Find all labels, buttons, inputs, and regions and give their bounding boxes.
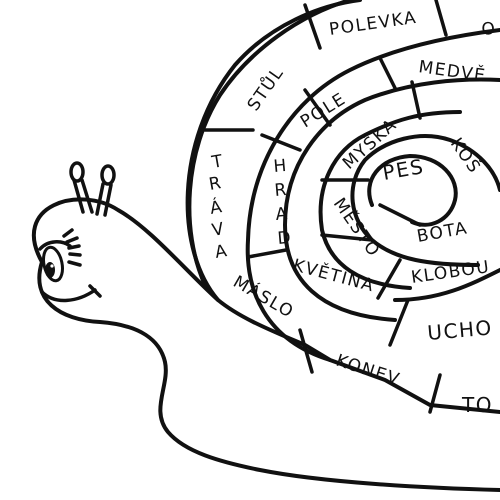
letter: Á bbox=[208, 195, 224, 219]
letter: R bbox=[207, 173, 222, 195]
snail-antennae bbox=[69, 161, 116, 217]
letter: H bbox=[273, 156, 287, 177]
letter: A bbox=[213, 241, 228, 263]
word-stul: STŮL bbox=[242, 62, 288, 115]
letter: T bbox=[209, 151, 224, 173]
letter: A bbox=[275, 204, 289, 225]
word-to: TO bbox=[461, 393, 493, 417]
word-bota: BOTA bbox=[415, 218, 469, 247]
word-o: O bbox=[481, 19, 498, 40]
snail-shell bbox=[185, 0, 500, 414]
letter: R bbox=[274, 180, 288, 201]
word-konev: KONEV bbox=[333, 351, 402, 390]
letter: V bbox=[210, 219, 225, 241]
word-trava: T R Á V A bbox=[207, 151, 228, 263]
snail-body-outline bbox=[32, 197, 500, 414]
letter: D bbox=[277, 228, 292, 249]
snail-belly-outline bbox=[37, 260, 500, 492]
word-mesto: MĚSTO bbox=[329, 193, 386, 261]
snail-face bbox=[38, 228, 102, 303]
word-kvetina: KVĚTINA bbox=[291, 254, 378, 297]
word-pes: PES bbox=[381, 154, 426, 185]
word-pole: POLE bbox=[297, 89, 350, 132]
word-polevka: POLEVKA bbox=[328, 8, 418, 40]
word-ucho: UCHO bbox=[426, 315, 493, 345]
word-hrad: H R A D bbox=[273, 156, 292, 249]
